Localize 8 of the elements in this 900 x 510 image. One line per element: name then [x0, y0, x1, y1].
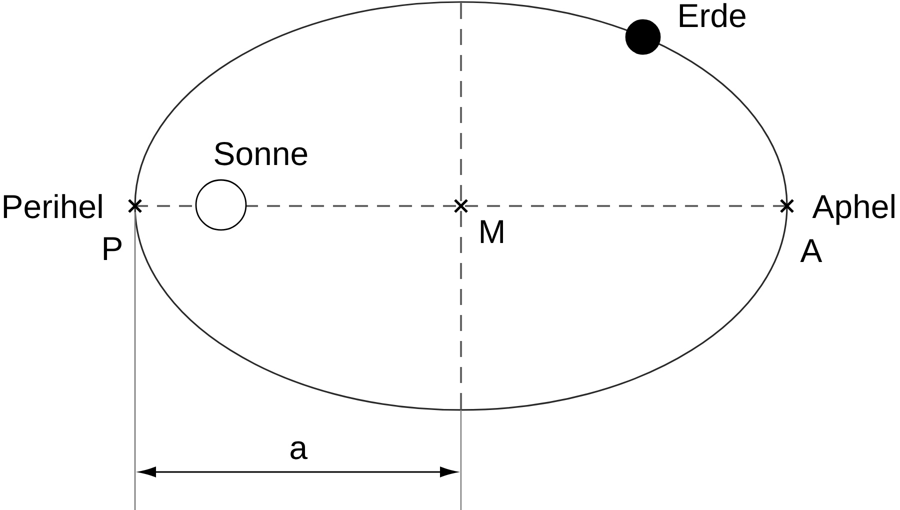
point-letter: P: [104, 237, 122, 260]
point-label: Perihel: [4, 194, 102, 218]
node-label: Sonne: [214, 142, 308, 166]
point-label: Aphel: [812, 194, 894, 225]
point-letter: A: [800, 239, 822, 262]
node-label: Erde: [680, 3, 746, 28]
dimension-label: a: [290, 441, 308, 460]
point-letter: M: [480, 220, 503, 243]
